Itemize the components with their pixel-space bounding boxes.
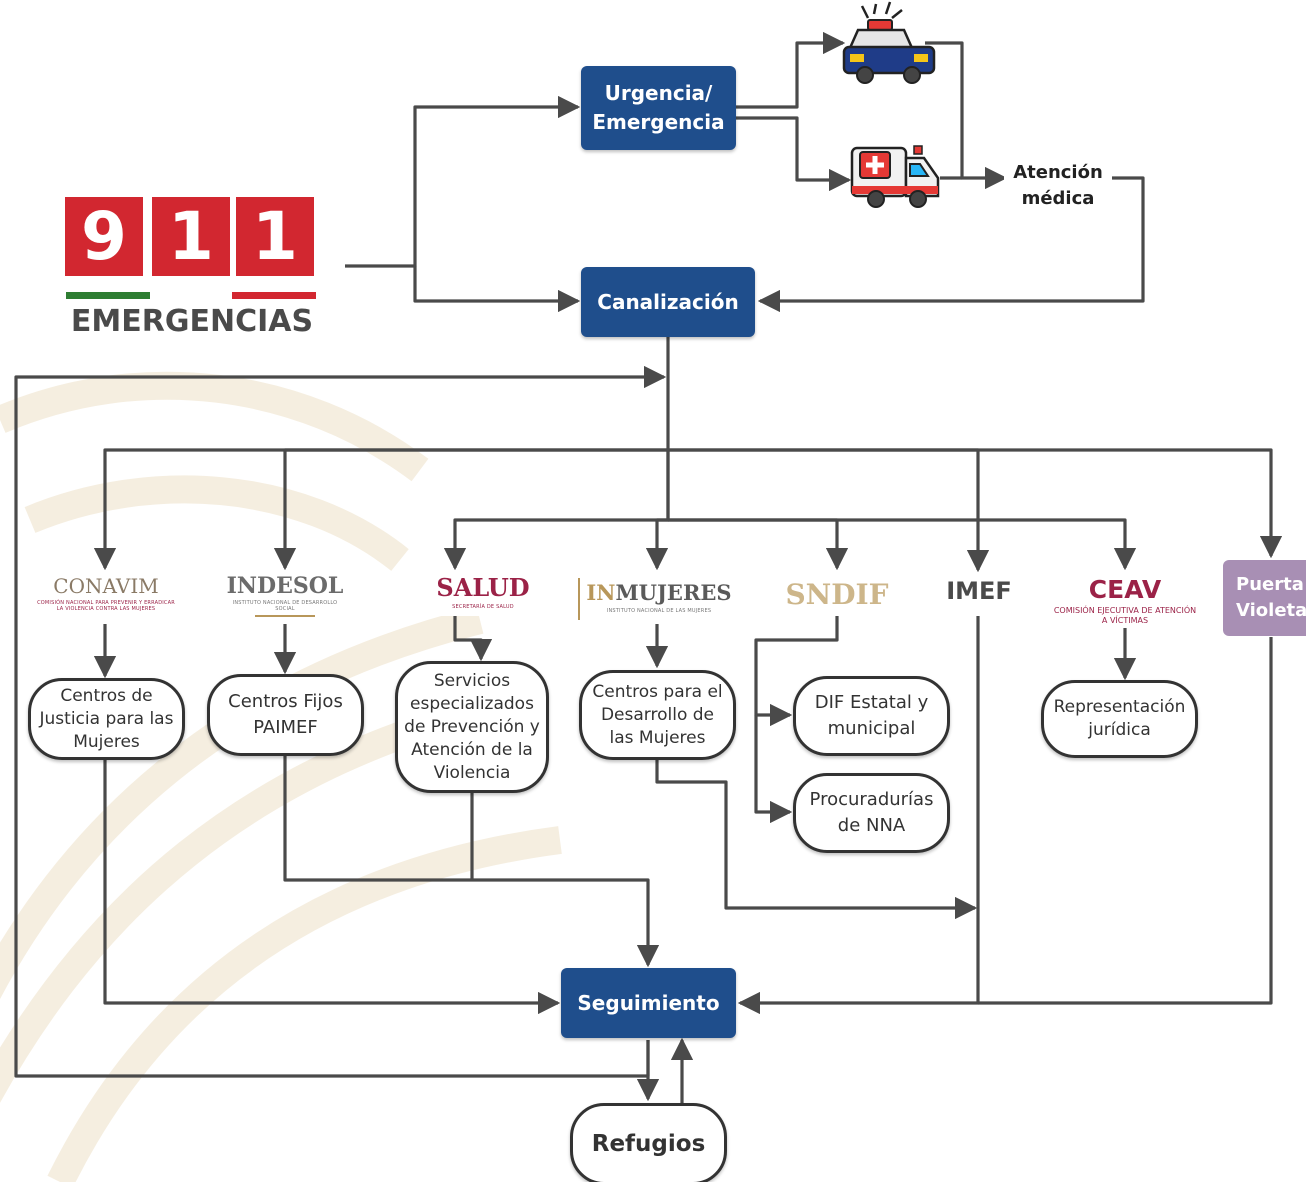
indesol-subtitle: INSTITUTO NACIONAL DE DESARROLLO SOCIAL <box>232 600 338 612</box>
dif-node[interactable]: DIF Estatal y municipal <box>793 676 950 756</box>
indesol-underline <box>255 615 315 617</box>
puerta-violeta-node[interactable]: Puerta Violeta <box>1223 560 1306 636</box>
sndif-name: SNDIF <box>785 578 889 611</box>
salud-subtitle: SECRETARÍA DE SALUD <box>452 604 514 610</box>
logo-digit-1b: 1 <box>236 197 314 276</box>
ceav-subtitle: COMISIÓN EJECUTIVA DE ATENCIÓN A VÍCTIMA… <box>1053 606 1197 625</box>
logo-digit-9: 9 <box>65 197 143 276</box>
centros-fijos-node[interactable]: Centros Fijos PAIMEF <box>207 674 364 756</box>
refugios-node[interactable]: Refugios <box>570 1103 727 1182</box>
logo-red-bar <box>232 292 316 299</box>
inmujeres-subtitle: INSTITUTO NACIONAL DE LAS MUJERES <box>606 608 712 614</box>
procuradurias-node[interactable]: Procuradurías de NNA <box>793 773 950 853</box>
centros-desarrollo-node[interactable]: Centros para el Desarrollo de las Mujere… <box>579 670 736 760</box>
sndif-logo: SNDIF <box>778 574 896 616</box>
inmujeres-name-prefix: IN <box>586 580 616 605</box>
inmujeres-logo: INMUJERES INSTITUTO NACIONAL DE LAS MUJE… <box>578 578 738 620</box>
conavim-name: CONAVIM <box>53 574 159 598</box>
canalizacion-node[interactable]: Canalización <box>581 267 755 337</box>
inmujeres-name: MUJERES <box>615 580 732 605</box>
atencion-medica-label: Atención médica <box>1004 158 1112 214</box>
imef-name: IMEF <box>946 577 1012 605</box>
servicios-node[interactable]: Servicios especializados de Prevención y… <box>395 661 549 793</box>
centros-justicia-node[interactable]: Centros de Justicia para las Mujeres <box>28 678 185 760</box>
ceav-name: CEAV <box>1088 575 1162 604</box>
urgencia-node[interactable]: Urgencia/ Emergencia <box>581 66 736 150</box>
conavim-logo: CONAVIM COMISIÓN NACIONAL PARA PREVENIR … <box>36 572 176 622</box>
seguimiento-node[interactable]: Seguimiento <box>561 968 736 1038</box>
imef-logo: IMEF <box>936 574 1022 614</box>
salud-logo: SALUD SECRETARÍA DE SALUD <box>430 572 536 616</box>
conavim-subtitle: COMISIÓN NACIONAL PARA PREVENIR Y ERRADI… <box>37 600 175 612</box>
logo-green-bar <box>66 292 150 299</box>
ceav-logo: CEAV COMISIÓN EJECUTIVA DE ATENCIÓN A VÍ… <box>1043 574 1207 628</box>
logo-text: EMERGENCIAS <box>70 304 314 339</box>
indesol-logo: INDESOL INSTITUTO NACIONAL DE DESARROLLO… <box>224 572 346 622</box>
representacion-node[interactable]: Representación jurídica <box>1041 680 1198 758</box>
salud-name: SALUD <box>436 573 530 602</box>
indesol-name: INDESOL <box>226 573 344 599</box>
logo-digit-1a: 1 <box>152 197 230 276</box>
